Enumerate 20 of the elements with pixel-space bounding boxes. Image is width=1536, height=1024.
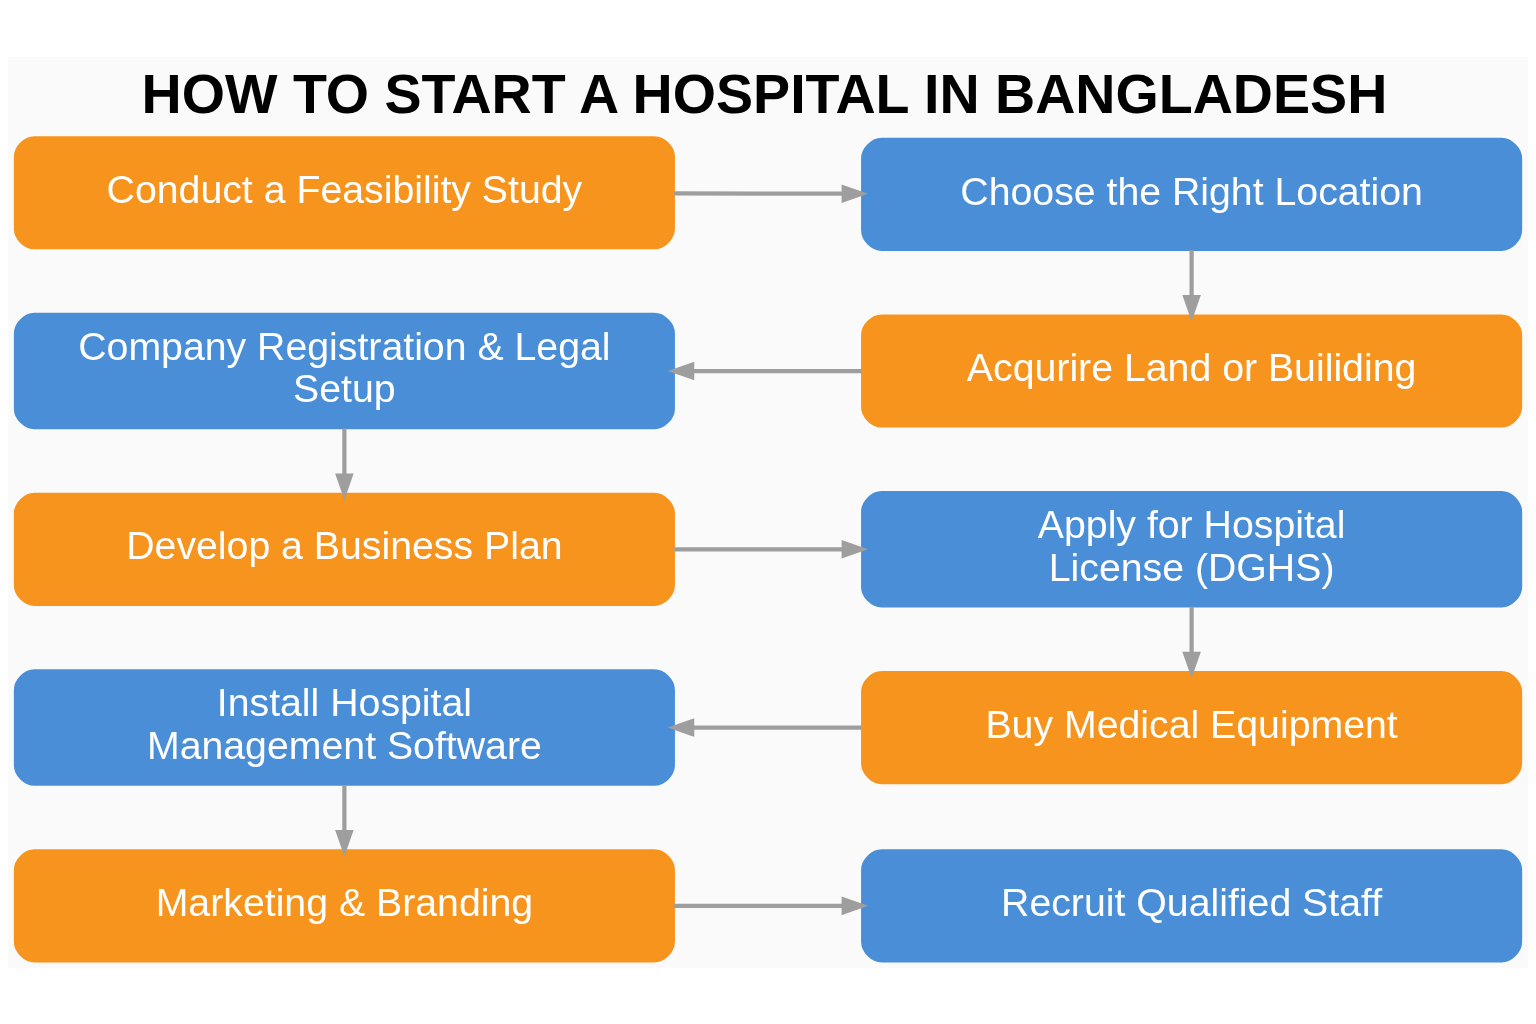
arrow: [335, 784, 354, 857]
node-box: Conduct a Feasibility Study: [13, 135, 675, 249]
arrow: [1182, 249, 1201, 322]
node-box: Acqurire Land or Builiding: [861, 313, 1523, 428]
node-box: Marketing & Branding: [13, 848, 675, 962]
arrow: [667, 361, 862, 380]
arrow: [674, 896, 869, 915]
node-box: Choose the Right Location: [861, 137, 1523, 251]
arrow: [667, 717, 862, 737]
arrow: [674, 539, 869, 559]
node-box: Apply for Hospital License (DGHS): [861, 490, 1523, 607]
node-box: Company Registration & Legal Setup: [13, 312, 675, 429]
node-box: Develop a Business Plan: [13, 492, 675, 606]
arrow: [674, 183, 869, 203]
node-box: Install Hospital Management Software: [13, 668, 675, 786]
diagram-title: HOW TO START A HOSPITAL IN BANGLADESH: [141, 62, 1388, 125]
arrow: [1182, 606, 1201, 678]
node-box: Recruit Qualified Staff: [861, 848, 1523, 962]
arrow: [335, 428, 354, 500]
node-box: Buy Medical Equipment: [861, 670, 1523, 784]
